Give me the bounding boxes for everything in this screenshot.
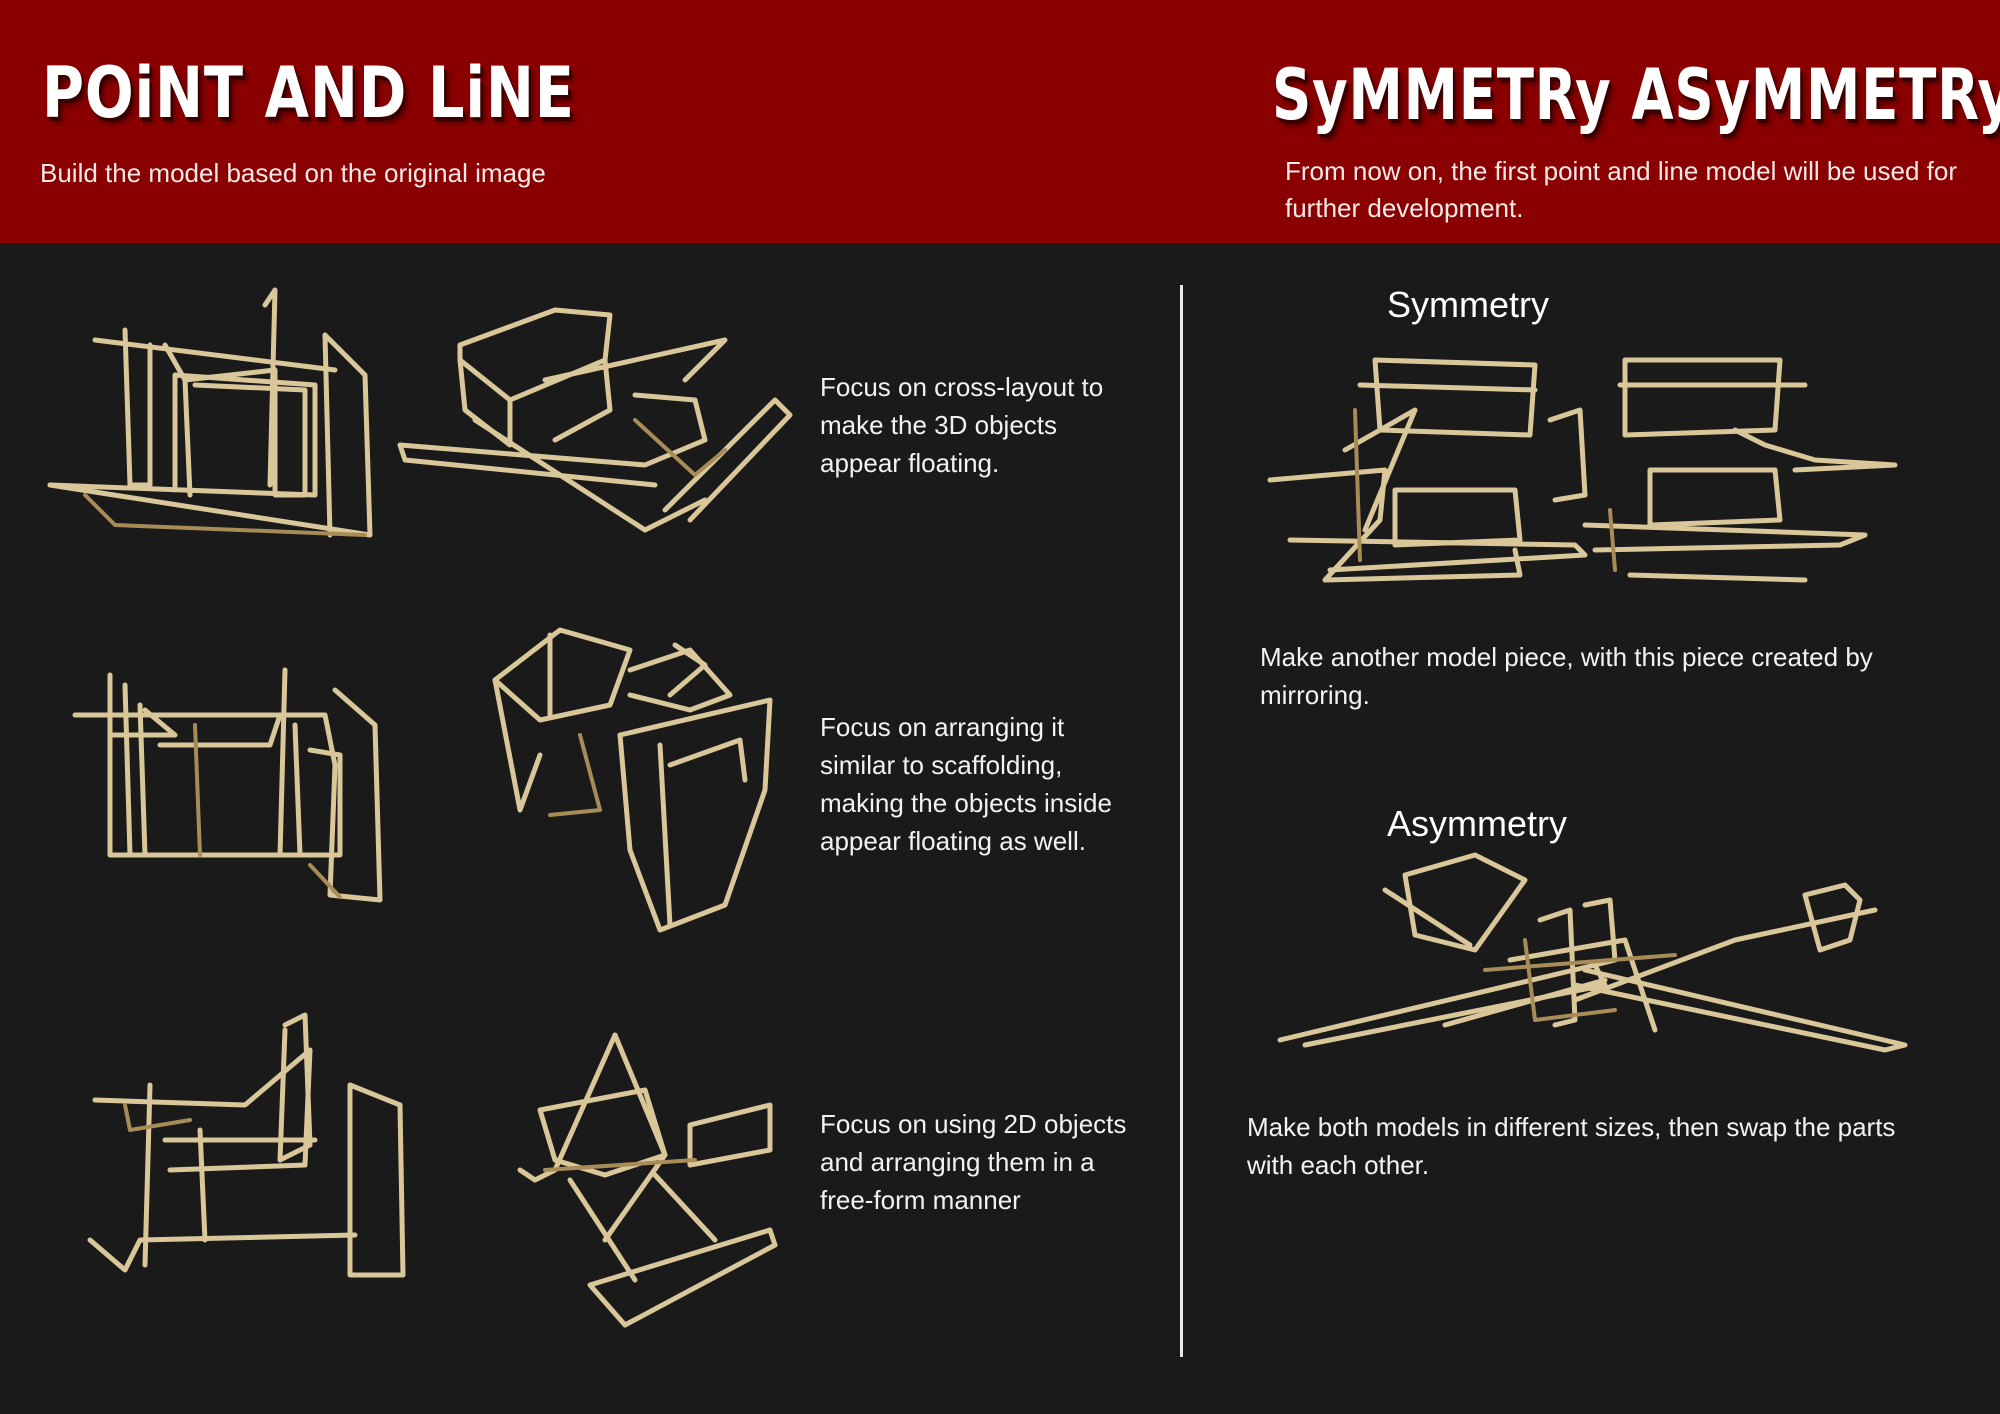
model-photo-asymmetry — [1275, 850, 1910, 1053]
asymmetry-description: Make both models in different sizes, the… — [1247, 1112, 1896, 1180]
model-photo-symmetry — [1265, 350, 1900, 590]
right-title: SyMMETRy ASyMMETRy — [1272, 54, 2000, 136]
symmetry-description: Make another model piece, with this piec… — [1260, 642, 1873, 710]
model-photo-2b — [490, 625, 780, 940]
description-3: Focus on using 2D objects and arranging … — [820, 1109, 1127, 1215]
model-photo-1b — [395, 300, 795, 550]
header-banner: POiNT AND LiNE Build the model based on … — [0, 0, 2000, 243]
symmetry-title: Symmetry — [1387, 284, 1549, 325]
left-title: POiNT AND LiNE — [42, 52, 575, 134]
description-2: Focus on arranging it similar to scaffol… — [820, 712, 1112, 856]
column-divider — [1180, 285, 1183, 1357]
right-subtitle: From now on, the first point and line mo… — [1285, 156, 1958, 223]
model-photo-3b — [505, 1030, 780, 1330]
left-subtitle: Build the model based on the original im… — [40, 158, 546, 188]
description-1: Focus on cross-layout to make the 3D obj… — [820, 372, 1104, 478]
asymmetry-title: Asymmetry — [1387, 803, 1567, 844]
model-photo-3a — [85, 1010, 406, 1280]
model-photo-1a — [45, 285, 375, 545]
model-photo-2a — [70, 665, 390, 905]
